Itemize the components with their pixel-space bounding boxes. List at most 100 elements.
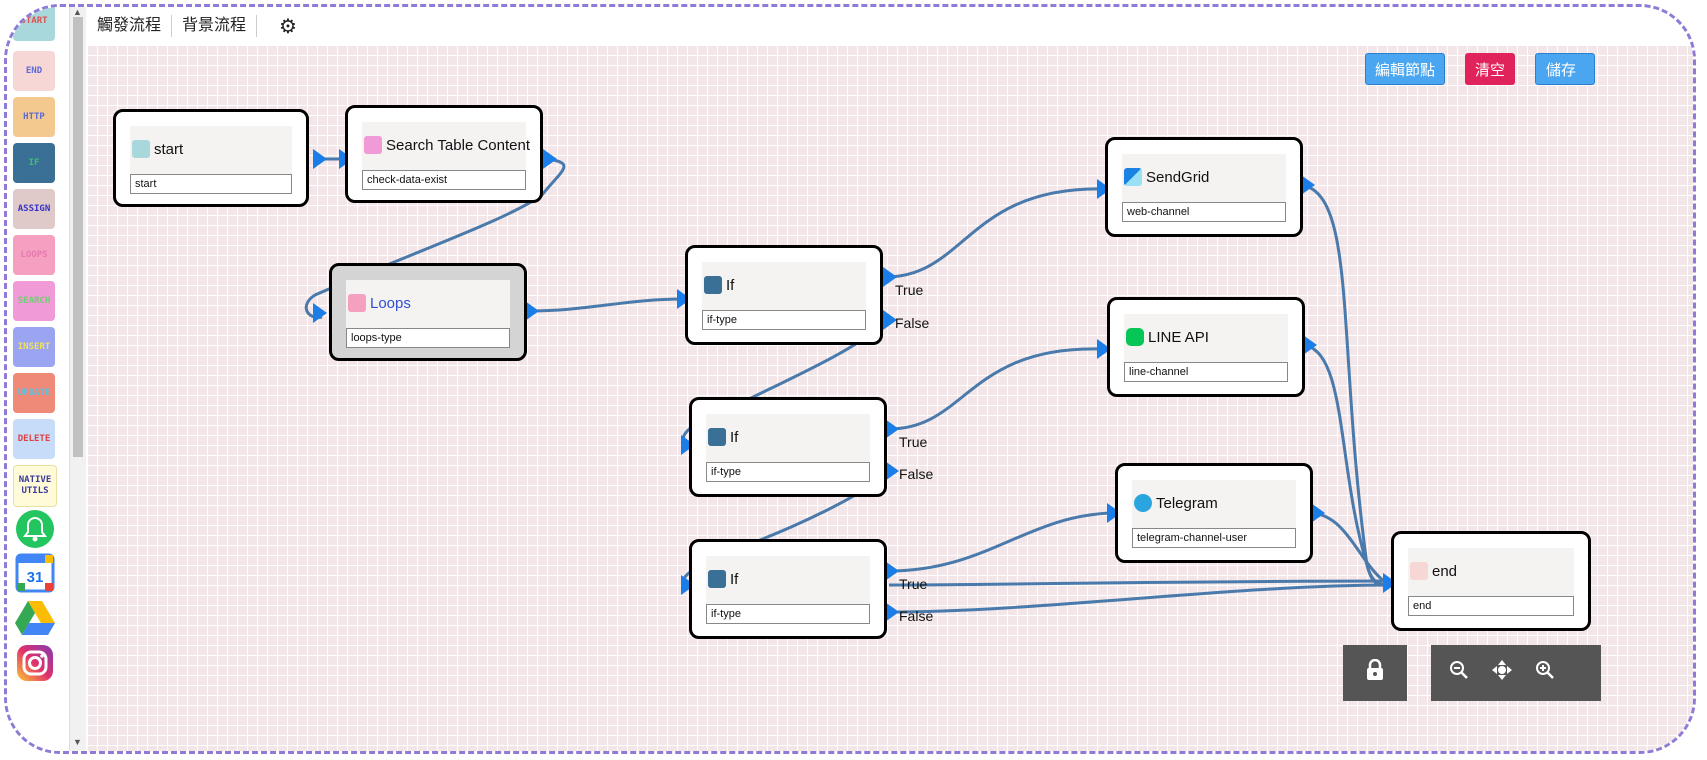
start-icon [132, 140, 150, 158]
gear-icon[interactable]: ⚙ [279, 15, 297, 38]
node-search-table-content[interactable]: Search Table Content check-data-exist [345, 105, 543, 203]
port-label-true: True [899, 576, 928, 592]
port-search-out [543, 149, 557, 169]
node-title: end [1432, 562, 1458, 580]
port-label-true: True [899, 434, 928, 450]
node-name-field[interactable]: if-type [706, 462, 870, 482]
line-icon [1126, 328, 1144, 346]
if-icon [704, 276, 722, 294]
node-name-field[interactable]: if-type [706, 604, 870, 624]
node-sendgrid[interactable]: SendGrid web-channel [1105, 137, 1303, 237]
bell-icon[interactable] [13, 507, 57, 551]
scroll-down-arrow-icon[interactable]: ▼ [73, 737, 82, 747]
flow-tabs: 觸發流程 背景流程 ⚙ [87, 7, 319, 46]
wire-if1-sendgrid [884, 187, 1108, 279]
tool-if[interactable]: IF [13, 143, 55, 183]
tool-http[interactable]: HTTP [13, 97, 55, 137]
node-name-field[interactable]: check-data-exist [362, 170, 526, 190]
node-name-field[interactable]: web-channel [1122, 202, 1286, 222]
tool-palette: START END HTTP IF ASSIGN LOOPS SEARCH INSERT UPD… [7, 7, 70, 751]
node-line-api[interactable]: LINE API line-channel [1107, 297, 1305, 397]
node-telegram[interactable]: Telegram telegram-channel-user [1115, 463, 1313, 563]
port-loops-in [313, 303, 327, 323]
port-if2-in [681, 435, 695, 455]
zoom-in-icon[interactable] [1535, 660, 1555, 686]
node-title: If [726, 276, 735, 294]
tool-loops[interactable]: LOOPS [13, 235, 55, 275]
search-icon [364, 136, 382, 154]
wire-telegram-end [1312, 511, 1390, 587]
port-label-false: False [895, 315, 930, 331]
node-title: Loops [370, 294, 411, 312]
port-label-false: False [899, 608, 934, 624]
zoom-out-icon[interactable] [1449, 660, 1469, 686]
scroll-up-arrow-icon[interactable]: ▲ [73, 7, 82, 17]
google-drive-icon[interactable] [13, 597, 57, 641]
flow-canvas[interactable]: start start Search Table Content check-d… [87, 45, 1693, 751]
tool-delete[interactable]: DELETE [13, 419, 55, 459]
tool-search[interactable]: SEARCH [13, 281, 55, 321]
port-if1-false [883, 310, 897, 330]
port-if2-false [885, 461, 899, 481]
tab-background-flow[interactable]: 背景流程 [172, 15, 258, 37]
tool-assign[interactable]: ASSIGN [13, 189, 55, 229]
port-sendgrid-out [1301, 175, 1315, 195]
node-name-field[interactable]: start [130, 174, 292, 194]
node-title: If [730, 428, 739, 446]
end-icon [1410, 562, 1428, 580]
lock-button[interactable] [1343, 645, 1407, 701]
node-title: Search Table Content [386, 136, 530, 154]
node-name-field[interactable]: loops-type [346, 328, 510, 348]
node-title: Telegram [1156, 494, 1218, 512]
tool-end[interactable]: END [13, 51, 55, 91]
port-label-false: False [899, 466, 934, 482]
node-end[interactable]: end end [1391, 531, 1591, 631]
move-icon[interactable] [1491, 659, 1513, 687]
sendgrid-icon [1124, 168, 1142, 186]
node-name-field[interactable]: telegram-channel-user [1132, 528, 1296, 548]
node-title: SendGrid [1146, 168, 1210, 186]
node-if-3[interactable]: If if-type [689, 539, 887, 639]
wire-if3true-end [888, 579, 1390, 587]
port-line-in [1097, 339, 1111, 359]
tool-update[interactable]: UPDATE [13, 373, 55, 413]
wire-if2-line [888, 347, 1104, 431]
clear-button[interactable]: 清空 [1465, 53, 1515, 85]
palette-scrollbar[interactable]: ▲ ▼ [70, 7, 86, 751]
instagram-icon[interactable] [13, 641, 57, 685]
port-telegram-out [1311, 503, 1325, 523]
port-sendgrid-in [1097, 179, 1111, 199]
node-start[interactable]: start start [113, 109, 309, 207]
port-line-out [1303, 335, 1317, 355]
port-if2-true [885, 419, 899, 439]
port-if1-true [883, 267, 897, 287]
telegram-icon [1134, 494, 1152, 512]
node-title: start [154, 140, 184, 158]
node-loops[interactable]: Loops loops-type [329, 263, 527, 361]
port-if3-true [885, 561, 899, 581]
calendar-day: 31 [27, 569, 44, 586]
port-loops-out [525, 301, 539, 321]
tool-insert[interactable]: INSERT [13, 327, 55, 367]
node-name-field[interactable]: line-channel [1124, 362, 1288, 382]
port-label-true: True [895, 282, 924, 298]
node-name-field[interactable]: if-type [702, 310, 866, 330]
tab-trigger-flow[interactable]: 觸發流程 [87, 15, 173, 37]
if-icon [708, 428, 726, 446]
node-title: If [730, 570, 739, 588]
tool-start[interactable]: START [13, 7, 55, 41]
scroll-thumb[interactable] [73, 17, 83, 457]
port-if1-in [677, 289, 691, 309]
wire-if3false-end [888, 583, 1390, 614]
calendar-icon[interactable]: 31 [13, 551, 57, 595]
tool-native-utils[interactable]: NATIVE UTILS [13, 465, 57, 507]
edit-node-button[interactable]: 編輯節點 [1365, 53, 1445, 85]
node-if-1[interactable]: If if-type [685, 245, 883, 345]
canvas-controls [1431, 645, 1601, 701]
node-if-2[interactable]: If if-type [689, 397, 887, 497]
node-name-field[interactable]: end [1408, 596, 1574, 616]
wire-line-end [1304, 343, 1390, 587]
save-button[interactable]: 儲存 [1535, 53, 1595, 85]
port-end-in [1383, 573, 1397, 593]
port-telegram-in [1107, 503, 1121, 523]
